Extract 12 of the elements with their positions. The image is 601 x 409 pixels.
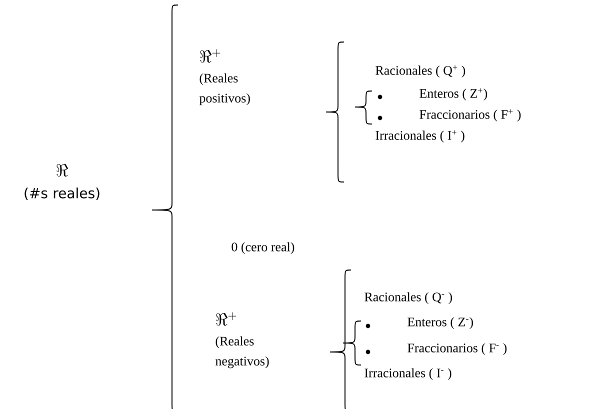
set-label: Fraccionarios ( F$^{-}$ )	[408, 343, 507, 355]
set-label: 0 (cero real)	[232, 242, 294, 254]
category-label: $\Re^{+}$ (Reales negativos)	[216, 312, 269, 368]
category-label: $\Re^{+}$ (Reales positivos)	[199, 49, 250, 106]
set-label: Enteros ( Z$^{-}$)	[408, 317, 473, 329]
set-label: Fraccionarios ( F$^{+}$ )	[420, 109, 521, 122]
category-label: $\Re$ (#s reales)	[24, 164, 100, 200]
set-label: Racionales ( Q$^{-}$ )	[364, 292, 452, 304]
set-label: Irracionales ( I$^{-}$ )	[364, 368, 452, 380]
set-label: Enteros ( Z$^{+}$)	[420, 88, 488, 100]
set-label: Irracionales ( I$^{+}$ )	[376, 130, 464, 142]
set-label: Racionales ( Q$^{+}$ )	[376, 65, 466, 78]
